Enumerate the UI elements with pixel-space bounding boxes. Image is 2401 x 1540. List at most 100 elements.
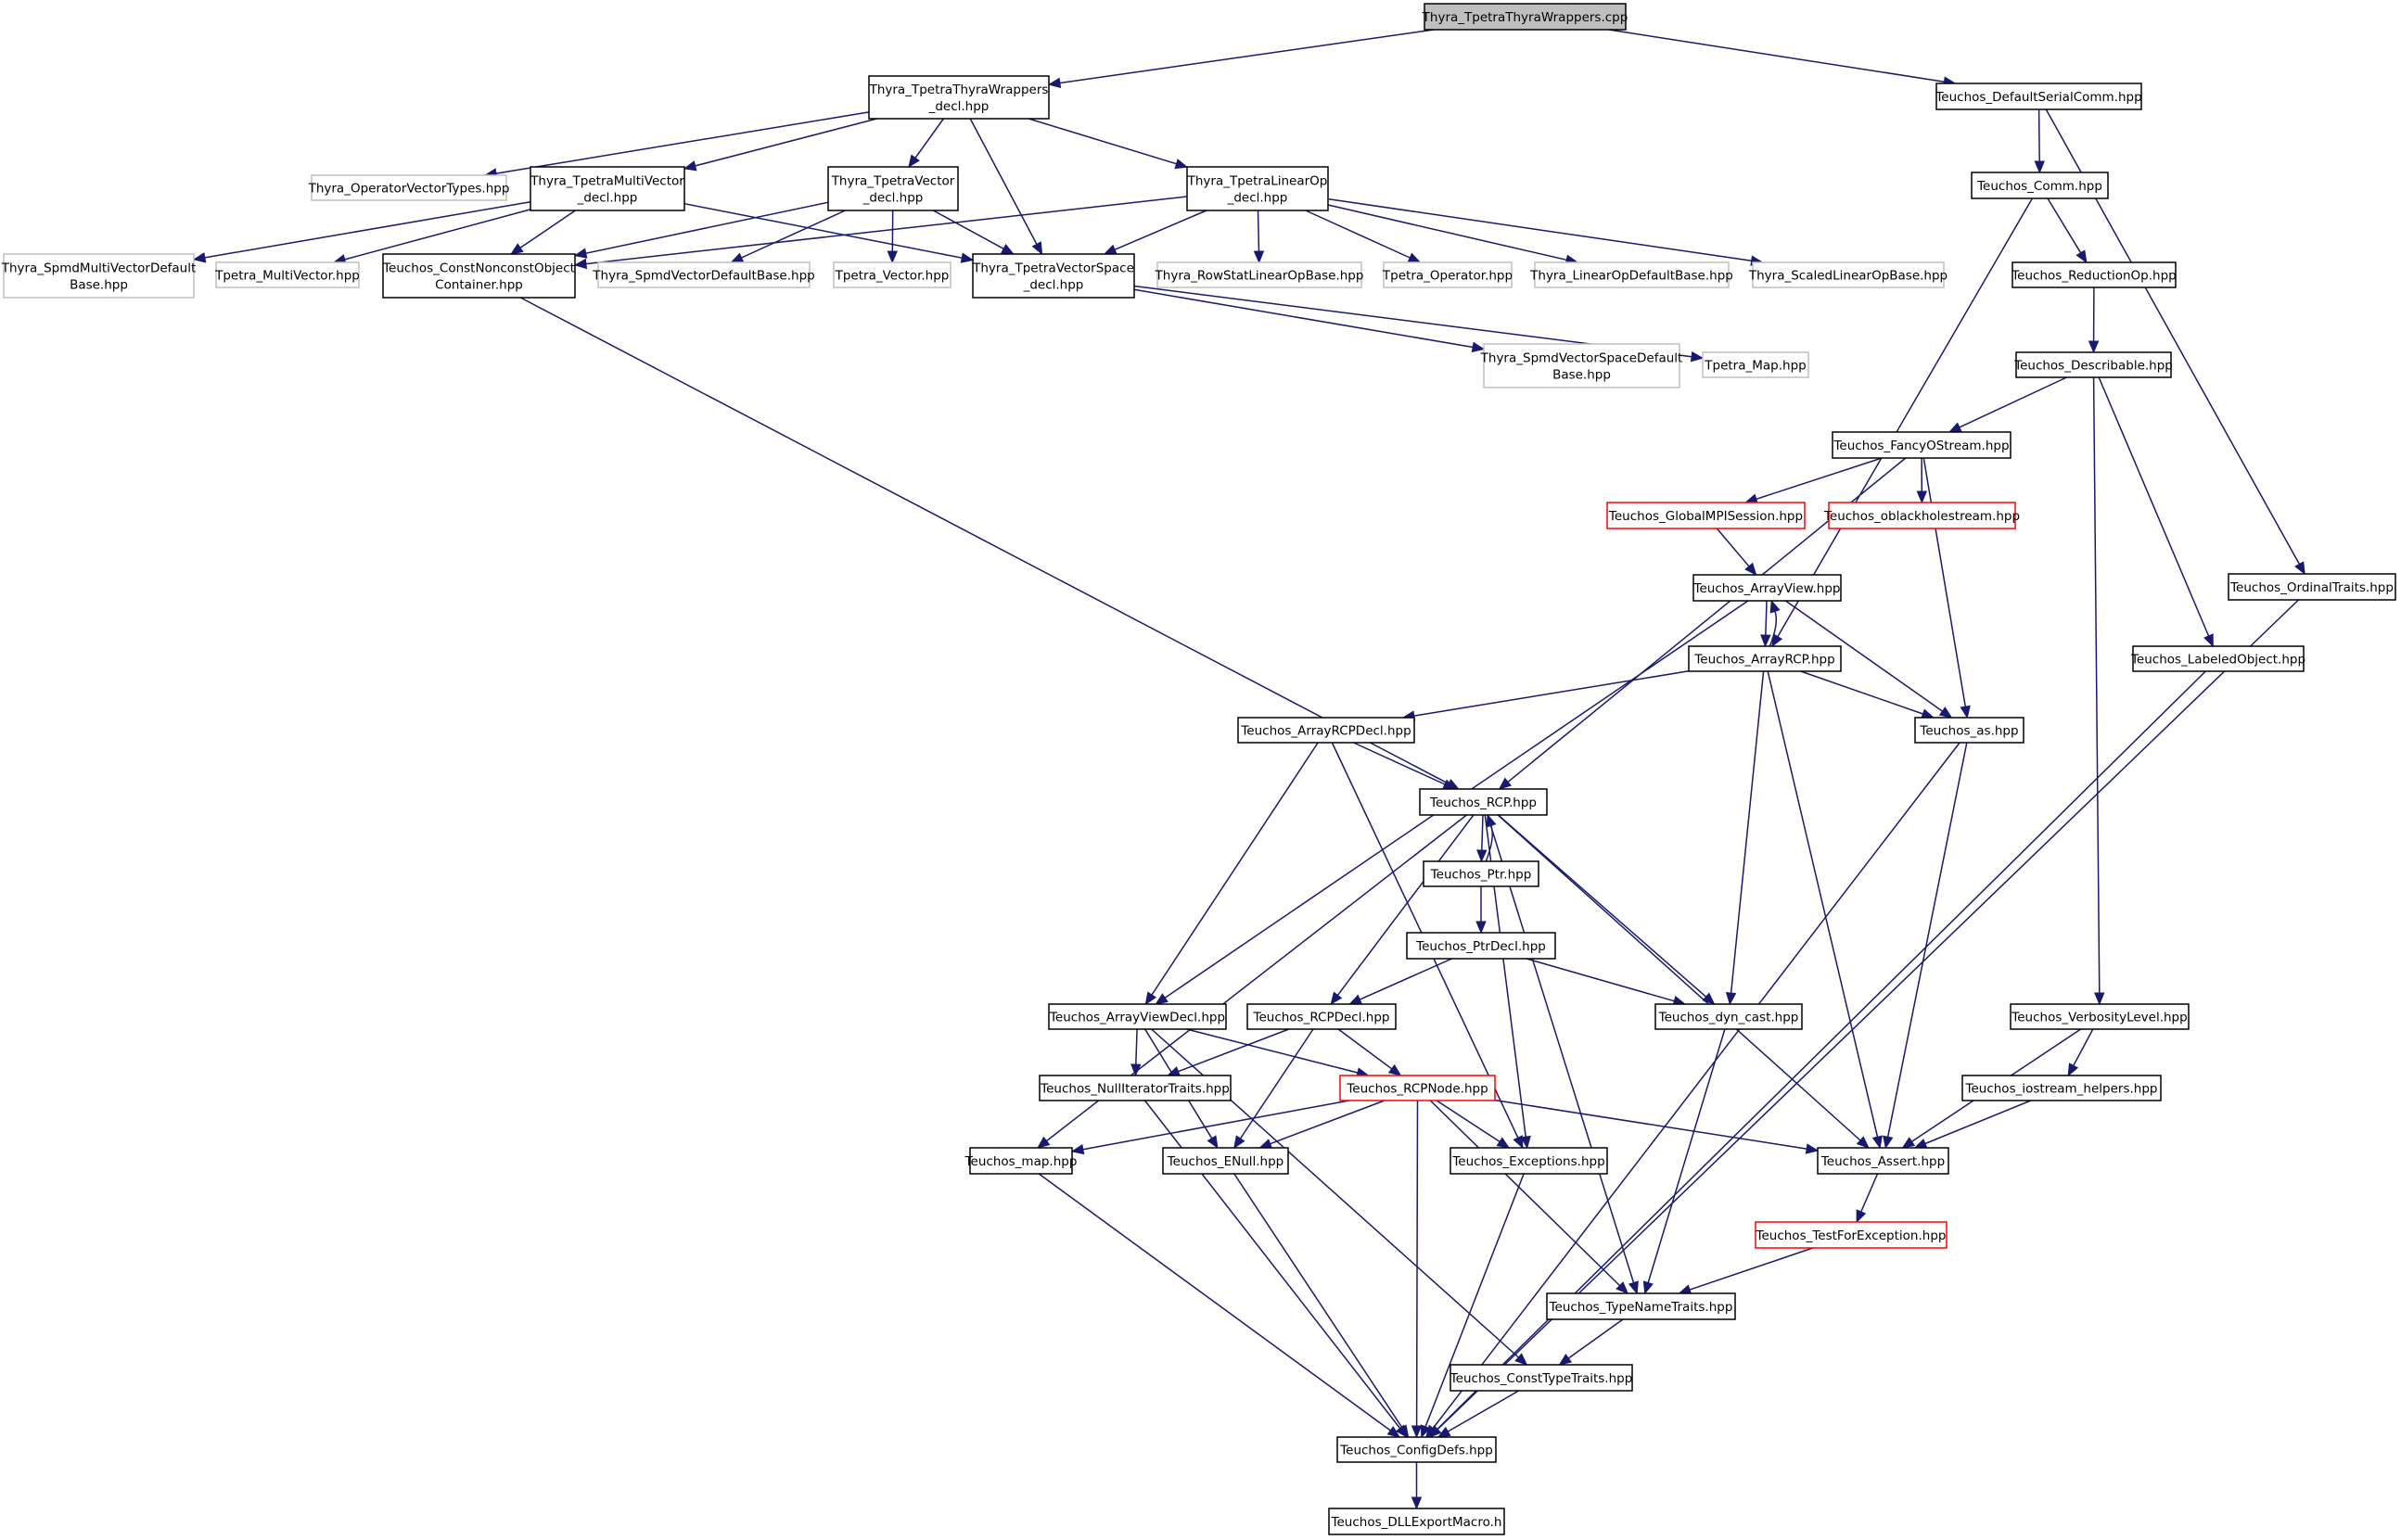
edge-line [1353, 742, 1446, 785]
node-scaled-linearop-base[interactable]: Thyra_ScaledLinearOpBase.hpp [1748, 261, 1948, 288]
node-rowstat-linearop-base[interactable]: Thyra_RowStatLinearOpBase.hpp [1155, 261, 1364, 288]
edge-array_rcp_decl-to-rcp [1353, 742, 1457, 790]
node-tpetra-multivector[interactable]: Tpetra_MultiVector.hpp [214, 261, 360, 288]
node-box [833, 261, 951, 288]
edge-line [519, 210, 576, 248]
node-tpetra-linearop-decl[interactable]: Thyra_TpetraLinearOp_decl.hpp [1186, 166, 1329, 211]
node-verbosity-level[interactable]: Teuchos_VerbosityLevel.hpp [2010, 1003, 2190, 1030]
node-operator-vector-types[interactable]: Thyra_OperatorVectorTypes.hpp [308, 174, 510, 201]
edge-line [1413, 670, 1690, 717]
node-array-view[interactable]: Teuchos_ArrayView.hpp [1692, 574, 1842, 602]
edge-line [741, 210, 846, 259]
node-array-view-decl[interactable]: Teuchos_ArrayViewDecl.hpp [1048, 1003, 1227, 1030]
node-label: Teuchos_VerbosityLevel.hpp [2011, 1011, 2187, 1025]
node-tpetra-vectorspace-decl[interactable]: Thyra_TpetraVectorSpace_decl.hpp [972, 253, 1135, 299]
node-array-rcp[interactable]: Teuchos_ArrayRCP.hpp [1688, 645, 1842, 672]
node-spmd-vector-default-base[interactable]: Thyra_SpmdVectorDefaultBase.hpp [592, 261, 815, 288]
node-box [1755, 1221, 1948, 1249]
node-null-iterator-traits[interactable]: Teuchos_NullIteratorTraits.hpp [1039, 1075, 1232, 1101]
node-dll-export-macro[interactable]: Teuchos_DLLExportMacro.h [1328, 1508, 1505, 1535]
edge-line [1359, 958, 1452, 1000]
node-wrappers-decl[interactable]: Thyra_TpetraThyraWrappers_decl.hpp [868, 75, 1050, 120]
node-ordinal-traits[interactable]: Teuchos_OrdinalTraits.hpp [2228, 573, 2396, 601]
arrowhead [1330, 991, 1343, 1006]
edge-wrappers_decl-to-tpetra_multivector_decl [683, 118, 877, 172]
edge-line [585, 201, 829, 254]
node-enull[interactable]: Teuchos_ENull.hpp [1162, 1147, 1289, 1175]
node-as[interactable]: Teuchos_as.hpp [1914, 717, 2024, 744]
node-box [1237, 717, 1415, 744]
node-label: Teuchos_RCP.hpp [1429, 795, 1537, 810]
edge-iostream_helpers-to-assert [1913, 1100, 2032, 1149]
edge-line [1567, 1318, 1624, 1359]
edge-line [1800, 670, 1923, 715]
node-tpetra-vector-decl[interactable]: Thyra_TpetraVector_decl.hpp [827, 166, 959, 211]
node-rcp[interactable]: Teuchos_RCP.hpp [1419, 788, 1548, 816]
edge-line [1922, 457, 1967, 707]
edge-line [1257, 210, 1260, 252]
node-config-defs[interactable]: Teuchos_ConfigDefs.hpp [1336, 1436, 1497, 1463]
arrowhead [1948, 422, 1962, 433]
node-box [1450, 1147, 1608, 1175]
edge-rcp_decl-to-null_iterator_traits [1167, 1028, 1290, 1076]
node-map[interactable]: Teuchos_map.hpp [964, 1147, 1078, 1175]
edge-ptr-to-rcp [1485, 813, 1497, 862]
node-reduction-op[interactable]: Teuchos_ReductionOp.hpp [2011, 261, 2177, 288]
node-box [1971, 172, 2109, 199]
node-tpetra-map[interactable]: Tpetra_Map.hpp [1702, 351, 1809, 378]
node-dyn-cast[interactable]: Teuchos_dyn_cast.hpp [1654, 1003, 1803, 1030]
node-describable[interactable]: Teuchos_Describable.hpp [2013, 351, 2173, 378]
node-linearop-default-base[interactable]: Thyra_LinearOpDefaultBase.hpp [1529, 261, 1733, 288]
node-label: _decl.hpp [577, 191, 638, 206]
node-oblackholestream[interactable]: Teuchos_oblackholestream.hpp [1823, 502, 2020, 529]
node-ptr-decl[interactable]: Teuchos_PtrDecl.hpp [1406, 932, 1556, 960]
node-label: Thyra_RowStatLinearOpBase.hpp [1155, 269, 1364, 284]
arrowhead [1938, 706, 1953, 719]
node-box [1688, 645, 1842, 672]
node-label: Teuchos_ArrayView.hpp [1693, 581, 1841, 596]
arrowhead [573, 258, 588, 270]
node-box [1654, 1003, 1803, 1030]
edge-rcp-to-rcp_decl [1330, 814, 1475, 1006]
arrowhead [1411, 1425, 1423, 1439]
node-root[interactable]: Thyra_TpetraThyraWrappers.cpp [1422, 3, 1628, 31]
node-rcp-node[interactable]: Teuchos_RCPNode.hpp [1339, 1075, 1496, 1101]
node-array-rcp-decl[interactable]: Teuchos_ArrayRCPDecl.hpp [1237, 717, 1415, 744]
node-test-for-exception[interactable]: Teuchos_TestForException.hpp [1755, 1221, 1948, 1249]
edge-line [1924, 1100, 2032, 1145]
node-iostream-helpers[interactable]: Teuchos_iostream_helpers.hpp [1961, 1075, 2162, 1101]
node-tpetra-vector[interactable]: Tpetra_Vector.hpp [833, 261, 951, 288]
node-label: Teuchos_RCPNode.hpp [1346, 1082, 1488, 1097]
node-default-serial-comm[interactable]: Teuchos_DefaultSerialComm.hpp [1935, 83, 2142, 110]
node-label: Teuchos_PtrDecl.hpp [1415, 939, 1546, 954]
edge-tpetra_vector_decl-to-tpetra_vector [887, 210, 899, 264]
node-const-type-traits[interactable]: Teuchos_ConstTypeTraits.hpp [1450, 1364, 1633, 1392]
node-exceptions[interactable]: Teuchos_Exceptions.hpp [1450, 1147, 1608, 1175]
node-comm[interactable]: Teuchos_Comm.hpp [1971, 172, 2109, 199]
node-tpetra-multivector-decl[interactable]: Thyra_TpetraMultiVector_decl.hpp [530, 166, 685, 211]
node-label: _decl.hpp [862, 191, 924, 206]
node-labeled-object[interactable]: Teuchos_LabeledObject.hpp [2130, 645, 2305, 672]
node-ptr[interactable]: Teuchos_Ptr.hpp [1423, 860, 1539, 887]
node-global-mpi-session[interactable]: Teuchos_GlobalMPISession.hpp [1606, 502, 1806, 529]
node-label: Teuchos_Assert.hpp [1820, 1154, 1945, 1169]
edge-rcp_decl-to-enull [1233, 1028, 1314, 1150]
node-tpetra-operator[interactable]: Tpetra_Operator.hpp [1382, 261, 1513, 288]
node-fancy-ostream[interactable]: Teuchos_FancyOStream.hpp [1832, 431, 2011, 459]
edge-tpetra_linearop_decl-to-tpetra_operator [1305, 210, 1422, 263]
arrowhead [1476, 849, 1488, 863]
edge-line [585, 196, 1188, 265]
node-rcp-decl[interactable]: Teuchos_RCPDecl.hpp [1246, 1003, 1397, 1030]
edge-tpetra_vector_decl-to-const_nonconst_container [573, 201, 829, 259]
edge-line [1233, 1173, 1403, 1429]
arrowhead [1031, 241, 1043, 256]
node-assert[interactable]: Teuchos_Assert.hpp [1817, 1147, 1949, 1175]
node-label: Teuchos_dyn_cast.hpp [1658, 1011, 1799, 1025]
node-box [597, 261, 811, 288]
node-box [1406, 932, 1556, 960]
node-type-name-traits[interactable]: Teuchos_TypeNameTraits.hpp [1546, 1292, 1736, 1320]
node-label: Thyra_OperatorVectorTypes.hpp [308, 182, 510, 197]
